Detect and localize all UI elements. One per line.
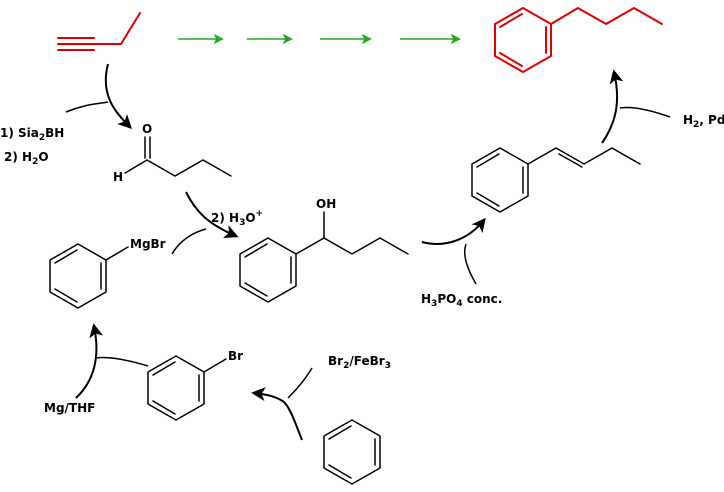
bromobenzene-br-label: Br <box>228 349 243 363</box>
target-ring-double-3 <box>499 13 523 28</box>
grignard-ring-double-3 <box>54 249 78 264</box>
alkene-chain <box>527 147 641 165</box>
alcohol-structure <box>239 211 409 303</box>
alcohol-oh-label: OH <box>316 197 336 211</box>
reagent-h3po4: H3PO4 conc. <box>421 292 502 309</box>
benzene-ring-double-3 <box>328 425 352 440</box>
butyl-chain <box>550 7 663 25</box>
c-br-bond <box>203 358 227 373</box>
bromobenzene-ring <box>147 355 205 421</box>
target-benzene-ring <box>494 7 552 73</box>
arrow-tick-bromination <box>287 367 313 399</box>
but-1-yne-structure <box>57 12 141 51</box>
curved-arrow-dehydration <box>421 217 486 245</box>
alkene-ring-double-3 <box>476 153 500 168</box>
curved-arrow-bromination <box>251 387 303 441</box>
alkene-benzene-ring <box>471 147 529 213</box>
grignard-structure <box>49 243 129 309</box>
propyl-chain <box>146 159 232 177</box>
benzene-ring <box>323 419 381 485</box>
reagent-h3o-plus: 2) H3O+ <box>211 209 263 228</box>
arrow-tick-hydroboration <box>65 101 109 113</box>
grignard-mgbr-label: MgBr <box>130 237 166 251</box>
butanal-structure <box>124 136 232 177</box>
reagent-h2-pd: H2, Pd <box>683 113 724 130</box>
arrow-tick-grignard-formation <box>95 356 149 367</box>
butylbenzene-structure <box>494 7 663 73</box>
alcohol-ring-double-3 <box>244 243 268 258</box>
arrow-tick-grignard <box>171 228 207 255</box>
curved-arrow-hydrogenation <box>601 69 624 144</box>
ethyl-chain <box>93 12 141 45</box>
alcohol-ring-double-2 <box>244 282 268 297</box>
reagent-br2-febr3: Br2/FeBr3 <box>328 354 391 371</box>
alkene-ring-double-2 <box>476 192 500 207</box>
c-mg-bond <box>105 246 129 261</box>
grignard-ring-double-2 <box>54 288 78 303</box>
alcohol-benzene-ring <box>239 237 297 303</box>
alkene-structure <box>471 147 641 213</box>
arrow-tick-hydrogenation <box>619 106 671 118</box>
curved-arrow-grignard-addition <box>185 191 239 239</box>
aldehyde-hydrogen: H <box>113 170 123 184</box>
arrow-tick-dehydration <box>464 243 477 285</box>
bromobenzene-ring-double-2 <box>152 400 176 415</box>
benzene-ring-double-2 <box>328 464 352 479</box>
grignard-benzene-ring <box>49 243 107 309</box>
bromobenzene-ring-double-3 <box>152 361 176 376</box>
benzene-structure <box>323 419 381 485</box>
alkene-double-bond <box>558 153 583 168</box>
curved-arrow-grignard-formation <box>75 323 104 399</box>
target-ring-double-2 <box>499 52 523 67</box>
reagent-mg-thf: Mg/THF <box>44 401 95 415</box>
curved-arrow-hydroboration <box>104 63 132 129</box>
alcohol-chain <box>295 237 409 255</box>
reagent-h2o: 2) H2O <box>4 150 49 167</box>
reagent-sia2bh: 1) Sia2BH <box>0 126 64 143</box>
bromobenzene-structure <box>147 355 227 421</box>
aldehyde-h-bond <box>124 159 148 174</box>
aldehyde-oxygen: O <box>142 122 152 136</box>
